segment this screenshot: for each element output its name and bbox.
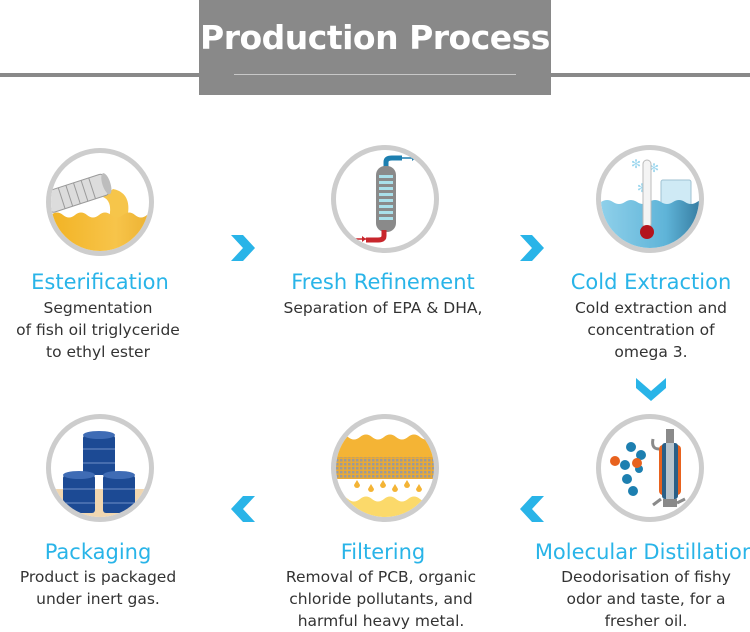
- arrow-left-icon: [517, 494, 547, 524]
- barrels-icon: [46, 414, 154, 522]
- distillation-molecule-icon: [596, 414, 704, 522]
- filter-mesh-icon: [331, 414, 439, 522]
- oil-pipe-icon: [46, 148, 154, 256]
- step-desc-filtering: Removal of PCB, organic chloride polluta…: [285, 568, 477, 630]
- step-desc-fresh-refinement: Separation of EPA & DHA,: [283, 299, 483, 317]
- header-rule-left: [0, 73, 199, 77]
- header-rule-right: [551, 73, 750, 77]
- title-banner: Production Process: [199, 0, 551, 95]
- step-title-fresh-refinement: Fresh Refinement: [291, 270, 475, 294]
- step-desc-packaging: Product is packaged under inert gas.: [19, 568, 177, 608]
- arrow-right-icon: [228, 233, 258, 263]
- step-title-esterification: Esterification: [31, 270, 169, 294]
- step-desc-cold-extraction: Cold extraction and concentration of ome…: [574, 299, 728, 361]
- arrow-down-icon: [636, 372, 666, 402]
- arrow-left-icon: [228, 494, 258, 524]
- svg-text:✻: ✻: [649, 161, 659, 175]
- step-title-filtering: Filtering: [340, 540, 426, 564]
- step-desc-esterification: Segmentation of fish oil triglyceride to…: [16, 299, 180, 361]
- step-desc-molecular-distillation: Deodorisation of fishy odor and taste, f…: [561, 568, 731, 630]
- title-underline: [234, 74, 516, 75]
- page-title: Production Process: [200, 18, 550, 57]
- step-title-cold-extraction: Cold Extraction: [570, 270, 732, 294]
- step-title-packaging: Packaging: [44, 540, 152, 564]
- thermometer-ice-icon: ✻ ✻ ✻: [596, 145, 704, 253]
- arrow-right-icon: [517, 233, 547, 263]
- step-title-molecular-distillation: Molecular Distillation: [534, 540, 750, 564]
- svg-text:✻: ✻: [631, 157, 641, 171]
- refinement-column-icon: [331, 145, 439, 253]
- svg-text:✻: ✻: [637, 181, 647, 195]
